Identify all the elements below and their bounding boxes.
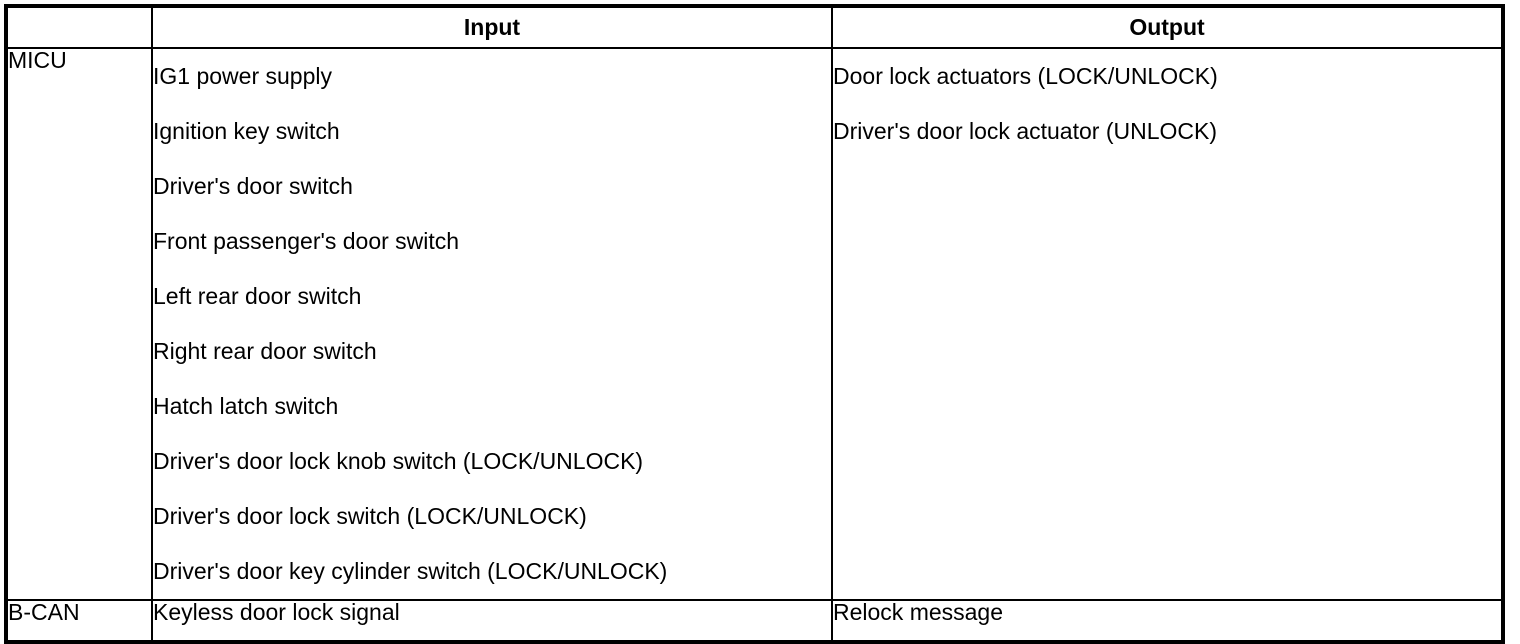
list-item: Driver's door key cylinder switch (LOCK/… [153, 558, 668, 584]
table-row: B-CAN Keyless door lock signal Relock me… [6, 599, 1503, 642]
list-item: Front passenger's door switch [153, 228, 460, 254]
table-header-row: Input Output [6, 6, 1503, 49]
list-item: Driver's door lock actuator (UNLOCK) [833, 118, 1217, 144]
table-row: MICU IG1 power supply Ignition key switc… [6, 47, 1503, 601]
list-item: Door lock actuators (LOCK/UNLOCK) [833, 63, 1218, 89]
header-input: Input [151, 6, 833, 49]
list-item: Right rear door switch [153, 338, 377, 364]
list-item: Driver's door switch [153, 173, 353, 199]
input-list-micu: IG1 power supply Ignition key switch Dri… [151, 47, 833, 601]
output-list-micu: Door lock actuators (LOCK/UNLOCK) Driver… [831, 47, 1503, 601]
list-item: IG1 power supply [153, 63, 332, 89]
input-output-table: Input Output MICU IG1 power supply Ignit… [4, 4, 1505, 644]
page-canvas: Input Output MICU IG1 power supply Ignit… [4, 4, 1505, 644]
list-item: Driver's door lock knob switch (LOCK/UNL… [153, 448, 644, 474]
list-item: Hatch latch switch [153, 393, 339, 419]
input-bcan: Keyless door lock signal [151, 599, 833, 642]
table-header: Input Output [6, 6, 1503, 49]
output-bcan: Relock message [831, 599, 1503, 642]
module-name-micu: MICU [6, 47, 153, 601]
module-name-bcan: B-CAN [6, 599, 153, 642]
list-item: Ignition key switch [153, 118, 340, 144]
table-body: MICU IG1 power supply Ignition key switc… [6, 47, 1503, 642]
header-output: Output [831, 6, 1503, 49]
header-module-column [6, 6, 153, 49]
list-item: Driver's door lock switch (LOCK/UNLOCK) [153, 503, 587, 529]
list-item: Left rear door switch [153, 283, 362, 309]
